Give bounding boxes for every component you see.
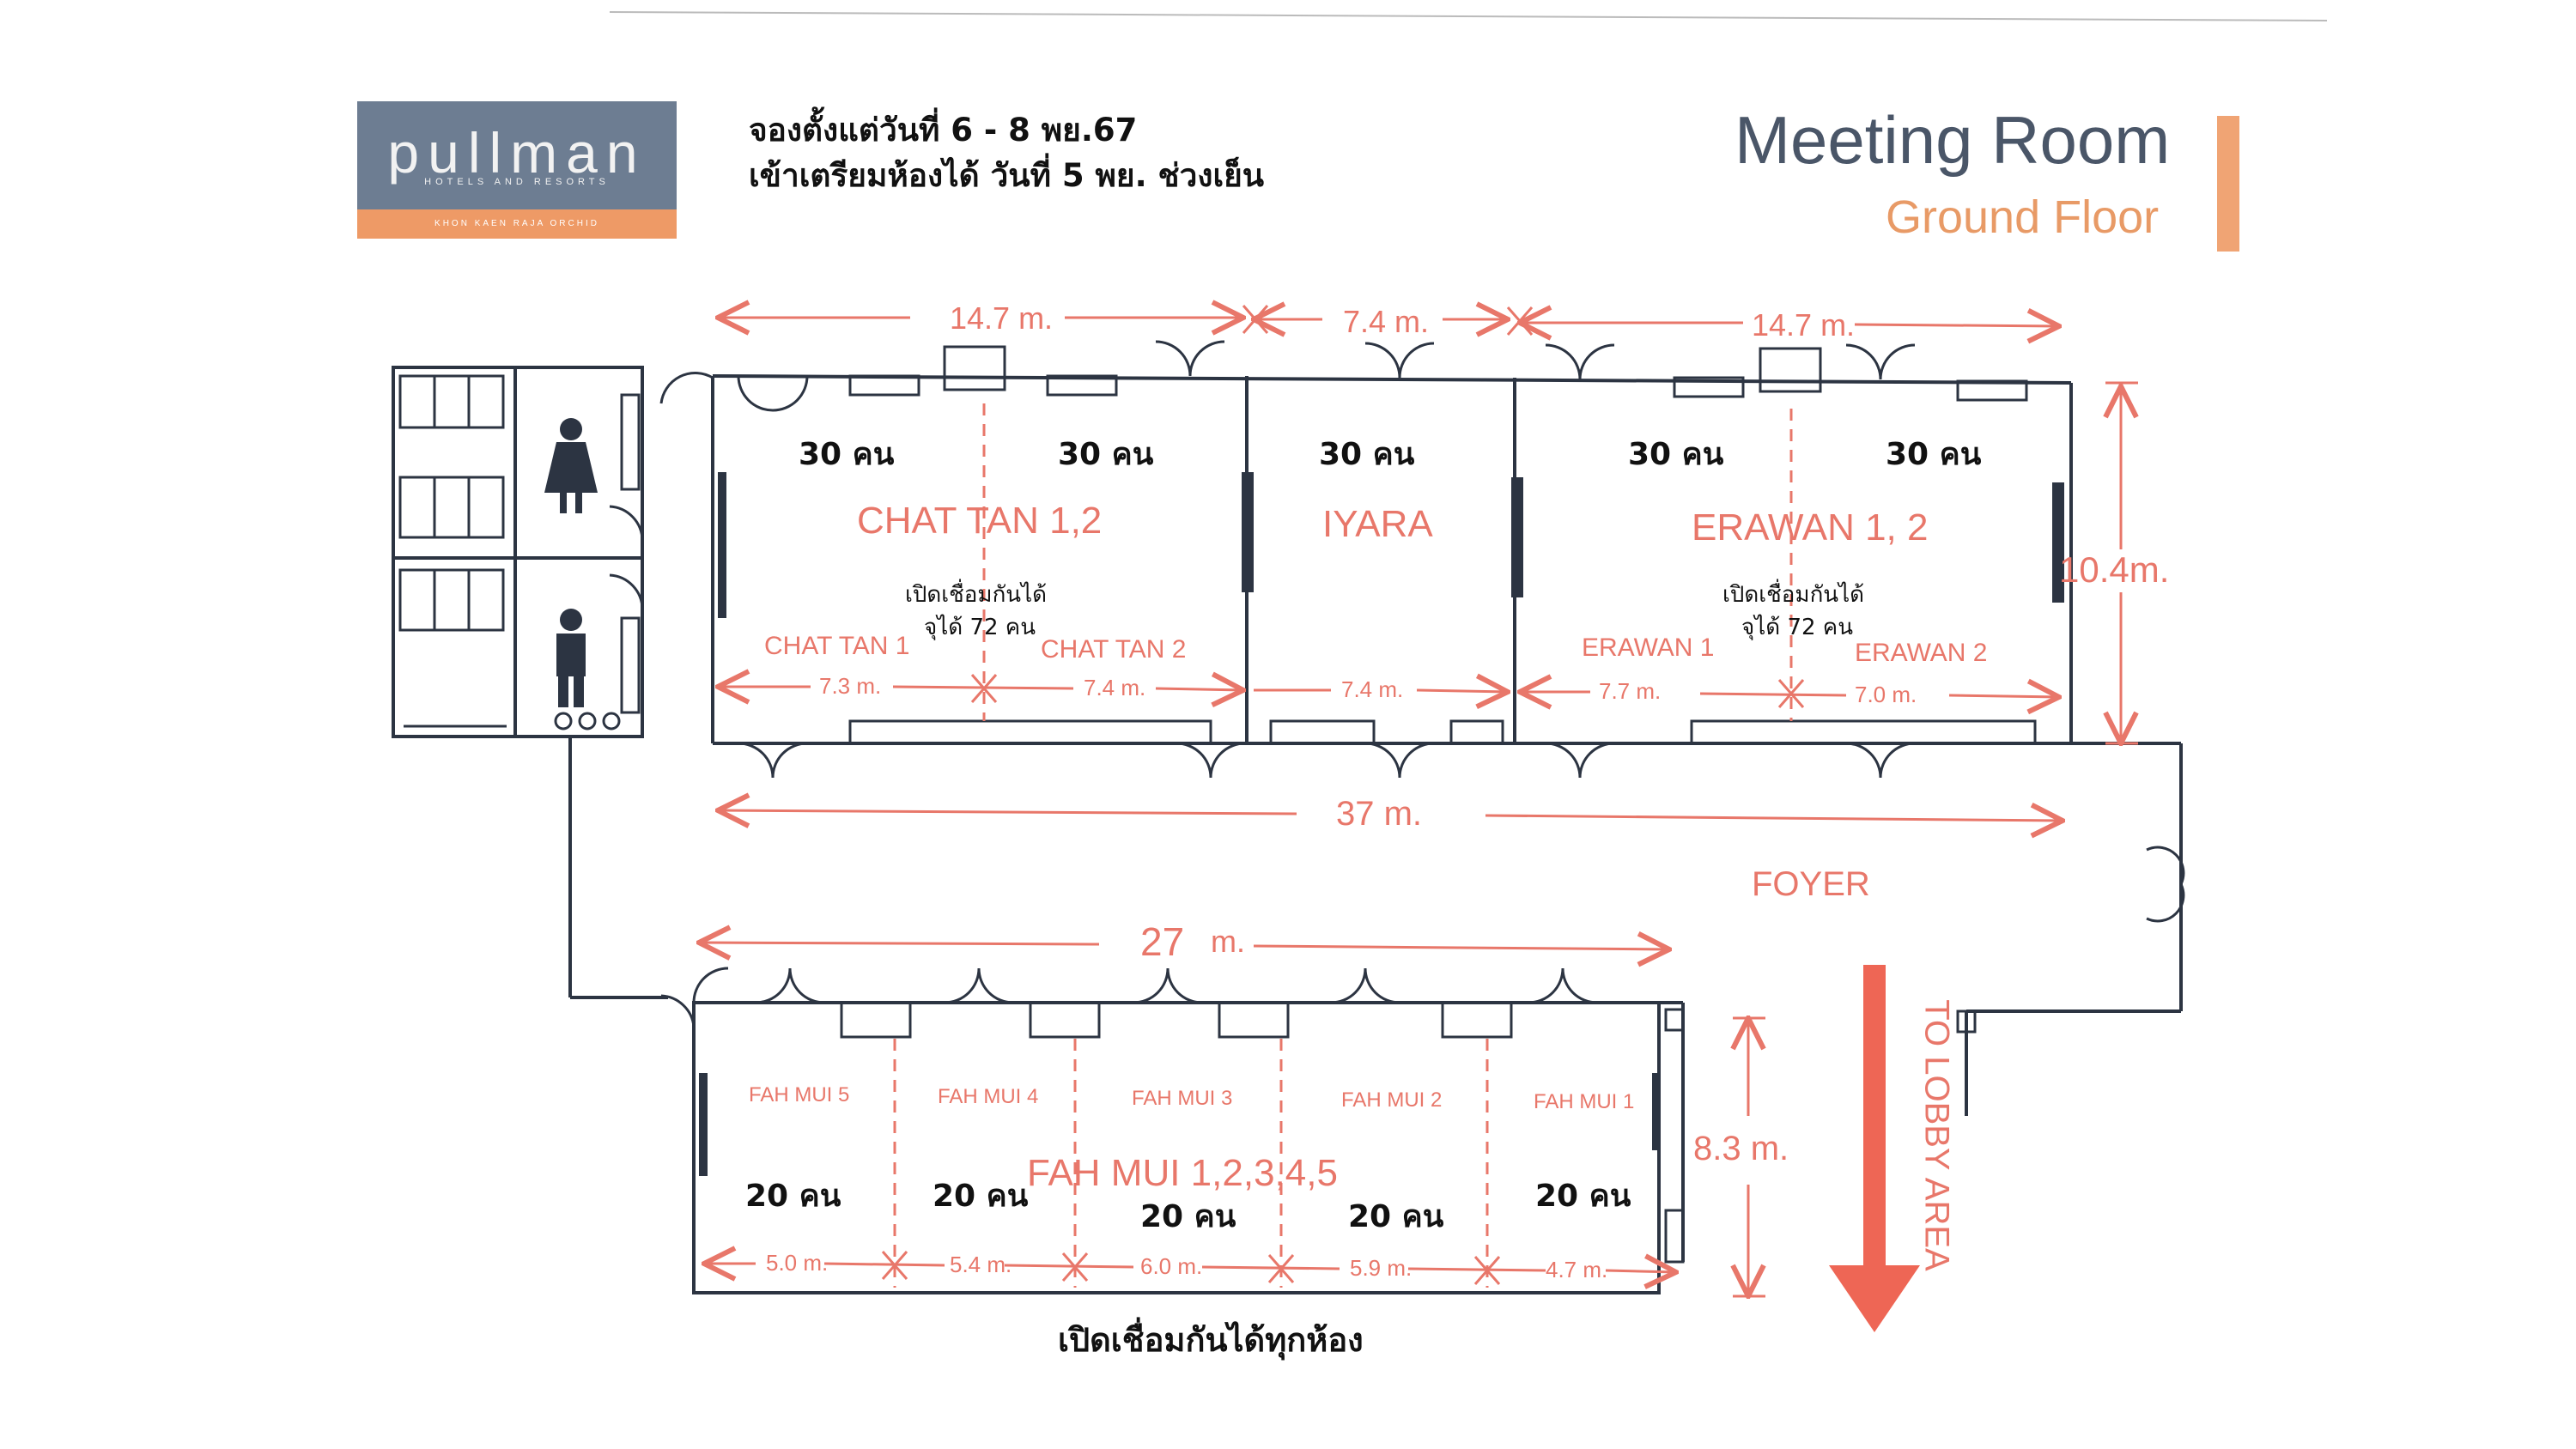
logo-location: KHON KAEN RAJA ORCHID — [434, 219, 599, 228]
fahmui1-sub-name: FAH MUI 1 — [1534, 1090, 1635, 1113]
fahmui-combine-note: เปิดเชื่อมกันได้ทุกห้อง — [1058, 1321, 1364, 1359]
fahmui-width-label: 27 — [1140, 919, 1185, 964]
chattan-combine-note: เปิดเชื่อมกันได้ — [905, 582, 1048, 608]
fahmui4-capacity: 20 คน — [933, 1179, 1029, 1214]
floor-label: Ground Floor — [1886, 191, 2160, 243]
fahmui3-depth-label: 6.0 m. — [1140, 1253, 1203, 1279]
erawan1-capacity: 30 คน — [1628, 437, 1724, 472]
erawan-room-name: ERAWAN 1, 2 — [1692, 506, 1929, 549]
chattan-combine-capacity: จุได้ 72 คน — [924, 615, 1036, 640]
chattan2-depth-label: 7.4 m. — [1084, 675, 1146, 700]
fahmui3-sub-name: FAH MUI 3 — [1132, 1087, 1233, 1110]
upper-height-label: 10.4m. — [2059, 549, 2170, 590]
chattan-room-name: CHAT TAN 1,2 — [857, 500, 1103, 542]
chattan2-capacity: 30 คน — [1058, 437, 1154, 472]
chattan1-sub-name: CHAT TAN 1 — [764, 632, 910, 660]
fahmui-width-unit: m. — [1211, 924, 1245, 959]
booking-notice-line1: จองตั้งแต่วันที่ 6 - 8 พย.67 — [749, 112, 1138, 149]
fahmui5-capacity: 20 คน — [745, 1179, 841, 1214]
erawan-width-label: 14.7 m. — [1752, 307, 1856, 343]
fahmui1-capacity: 20 คน — [1535, 1179, 1631, 1214]
page-title: Meeting Room — [1735, 102, 2171, 178]
erawan2-capacity: 30 คน — [1886, 437, 1982, 472]
chattan2-sub-name: CHAT TAN 2 — [1041, 635, 1187, 664]
chattan-width-label: 14.7 m. — [950, 300, 1054, 336]
erawan1-sub-name: ERAWAN 1 — [1582, 634, 1715, 662]
chattan1-capacity: 30 คน — [799, 437, 895, 472]
fahmui2-depth-label: 5.9 m. — [1350, 1255, 1413, 1281]
logo-band: KHON KAEN RAJA ORCHID — [357, 209, 677, 239]
iyara-width-label: 7.4 m. — [1343, 304, 1430, 339]
fahmui2-capacity: 20 คน — [1348, 1199, 1444, 1234]
pullman-logo: pullman HOTELS AND RESORTS KHON KAEN RAJ… — [357, 101, 677, 239]
logo-subtitle: HOTELS AND RESORTS — [424, 177, 610, 187]
chattan1-depth-label: 7.3 m. — [819, 673, 882, 699]
fahmui3-capacity: 20 คน — [1140, 1199, 1236, 1234]
fahmui2-sub-name: FAH MUI 2 — [1341, 1088, 1443, 1112]
erawan2-sub-name: ERAWAN 2 — [1855, 639, 1988, 667]
header-accent-bar — [2217, 116, 2239, 252]
total-length-label: 37 m. — [1336, 795, 1423, 833]
erawan1-depth-label: 7.7 m. — [1599, 678, 1662, 704]
fahmui5-depth-label: 5.0 m. — [766, 1250, 829, 1276]
lobby-direction-label: TO LOBBY AREA — [1917, 999, 1956, 1271]
foyer-label: FOYER — [1752, 865, 1870, 903]
fahmui5-sub-name: FAH MUI 5 — [749, 1083, 850, 1106]
erawan2-depth-label: 7.0 m. — [1855, 682, 1917, 707]
fahmui1-depth-label: 4.7 m. — [1546, 1257, 1608, 1282]
iyara-room-name: IYARA — [1322, 503, 1433, 545]
fahmui-height-label: 8.3 m. — [1693, 1130, 1789, 1167]
fahmui4-sub-name: FAH MUI 4 — [938, 1085, 1039, 1108]
logo-brand: pullman — [387, 121, 647, 185]
iyara-capacity: 30 คน — [1319, 437, 1415, 472]
erawan-combine-note: เปิดเชื่อมกันได้ — [1722, 582, 1865, 608]
booking-notice-line2: เข้าเตรียมห้องได้ วันที่ 5 พย. ช่วงเย็น — [749, 157, 1265, 194]
fahmui4-depth-label: 5.4 m. — [950, 1252, 1012, 1277]
erawan-combine-capacity: จุได้ 72 คน — [1741, 615, 1853, 640]
iyara-depth-label: 7.4 m. — [1341, 676, 1404, 702]
fahmui-room-name: FAH MUI 1,2,3,4,5 — [1027, 1152, 1338, 1194]
